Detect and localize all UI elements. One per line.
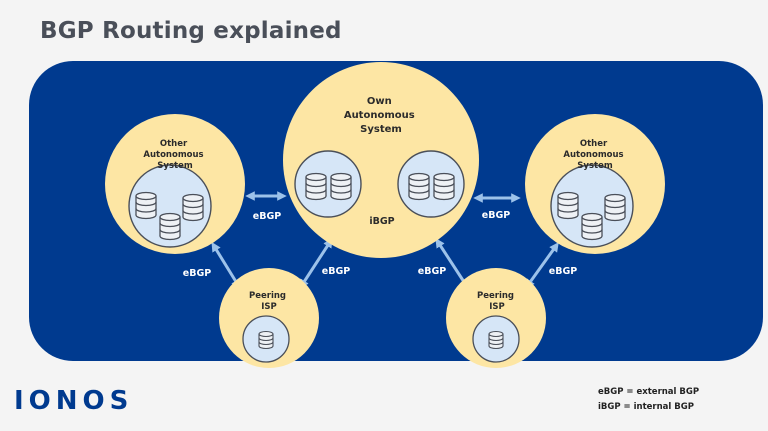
ebgp-left-isp-inner-label: eBGP [322, 266, 350, 277]
link-arrows [211, 191, 559, 290]
ebgp-right-isp-outer-label: eBGP [549, 266, 577, 277]
right-as-label-2: Autonomous [563, 150, 623, 160]
svg-text:Other Autonomous S: Other Autonomous System [563, 139, 626, 171]
database-icon [581, 212, 603, 241]
database-icon [330, 172, 352, 201]
database-icon [182, 193, 204, 222]
right-autonomous-system: Other Autonomous System [525, 114, 665, 254]
ebgp-right-isp-inner-label: eBGP [418, 266, 446, 277]
ebgp-left-isp-outer-label: eBGP [183, 268, 211, 279]
ebgp-left-label: eBGP [253, 211, 281, 222]
database-icon [408, 172, 430, 201]
own-as-label-1: Own [367, 96, 392, 107]
database-icon [604, 193, 626, 222]
svg-text:Peering ISP: Peering ISP [477, 291, 517, 312]
right-isp-label-1: Peering [477, 291, 514, 301]
database-icon [135, 191, 157, 220]
database-icon [433, 172, 455, 201]
left-autonomous-system: Other Autonomous System [105, 114, 245, 254]
left-as-label-1: Other [160, 139, 188, 149]
right-as-label-1: Other [580, 139, 608, 149]
own-as-label-3: System [360, 124, 402, 135]
legend-ebgp: eBGP = external BGP [598, 387, 700, 397]
right-as-label-3: System [577, 161, 613, 171]
svg-text:Peering ISP: Peering ISP [249, 291, 289, 312]
own-autonomous-system: Own Autonomous System iBGP [283, 62, 479, 258]
right-isp-label-2: ISP [489, 302, 505, 312]
ebgp-left-isp-outer-arrow [211, 241, 241, 290]
left-isp-label-2: ISP [261, 302, 277, 312]
legend: eBGP = external BGP iBGP = internal BGP [598, 385, 699, 415]
database-icon [159, 212, 181, 241]
ebgp-right-isp-outer-arrow [525, 242, 559, 289]
legend-ibgp: iBGP = internal BGP [598, 402, 694, 412]
ebgp-right-label: eBGP [482, 210, 510, 221]
left-as-label-2: Autonomous [143, 150, 203, 160]
left-isp-label-1: Peering [249, 291, 286, 301]
svg-text:Own Autonomous Sys: Own Autonomous System [344, 96, 418, 135]
ebgp-left-isp-inner-arrow [299, 237, 333, 290]
ionos-logo: IONOS [14, 386, 134, 416]
right-peering-isp: Peering ISP [446, 268, 546, 368]
page-title: BGP Routing explained [40, 18, 342, 44]
database-icon [305, 172, 327, 201]
left-peering-isp: Peering ISP [219, 268, 319, 368]
left-as-label-3: System [157, 161, 193, 171]
database-icon [557, 191, 579, 220]
own-as-label-2: Autonomous [344, 110, 415, 121]
ibgp-label: iBGP [369, 216, 394, 227]
database-icon [488, 330, 504, 350]
ebgp-right-isp-inner-arrow [435, 237, 469, 290]
svg-text:Other Autonomous S: Other Autonomous System [143, 139, 206, 171]
database-icon [258, 330, 274, 350]
